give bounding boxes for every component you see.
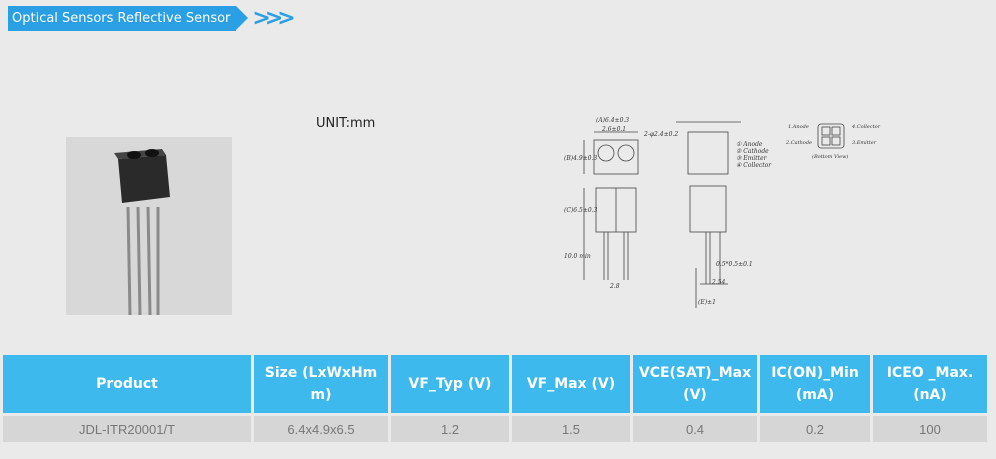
pin-anode: ① Anode <box>736 141 763 148</box>
cell-ic-on: 0.2 <box>760 416 870 442</box>
product-photo <box>66 137 232 316</box>
spec-table: Product Size (LxWxHmm) VF_Typ (V) VF_Max… <box>0 352 990 445</box>
dim-pitch: 2.6±0.1 <box>601 126 626 133</box>
dim-width: 2.8 <box>609 283 620 290</box>
bottom-collector: 4.Collector <box>851 124 881 130</box>
bottom-anode: 1.Anode <box>788 124 809 130</box>
dim-pin: 0.5*0.5±0.1 <box>716 261 753 268</box>
dim-e: (E)±1 <box>698 299 716 306</box>
table-row: JDL-ITR20001/T 6.4x4.9x6.5 1.2 1.5 0.4 0… <box>3 416 987 442</box>
col-vf-typ: VF_Typ (V) <box>391 355 509 413</box>
col-vf-max: VF_Max (V) <box>512 355 630 413</box>
cell-size: 6.4x4.9x6.5 <box>254 416 388 442</box>
dim-a: (A)6.4±0.3 <box>596 117 629 124</box>
col-product: Product <box>3 355 251 413</box>
unit-label: UNIT:mm <box>316 116 376 131</box>
pin-collector: ④ Collector <box>736 162 772 169</box>
cell-iceo: 100 <box>873 416 987 442</box>
category-banner: Optical Sensors Reflective Sensor >>> <box>8 6 296 31</box>
pin-cathode: ② Cathode <box>736 148 769 155</box>
dim-holes: 2-φ2.4±0.2 <box>643 131 678 138</box>
cell-vf-max: 1.5 <box>512 416 630 442</box>
cell-product[interactable]: JDL-ITR20001/T <box>3 416 251 442</box>
bottom-emitter: 3.Emitter <box>852 140 877 146</box>
bottom-cathode: 2.Cathode <box>785 140 812 146</box>
cell-vf-typ: 1.2 <box>391 416 509 442</box>
pin-emitter: ③ Emitter <box>736 155 768 162</box>
bottom-view-label: (Bottom View) <box>812 153 848 160</box>
dim-lead: 10.0 min <box>564 253 591 260</box>
table-header-row: Product Size (LxWxHmm) VF_Typ (V) VF_Max… <box>3 355 987 413</box>
dim-pitch-lead: 2.54 <box>711 279 726 286</box>
col-size: Size (LxWxHmm) <box>254 355 388 413</box>
banner-title: Optical Sensors Reflective Sensor <box>8 6 249 31</box>
dim-c: (C)6.5±0.3 <box>564 207 598 214</box>
col-vce-sat: VCE(SAT)_Max (V) <box>633 355 757 413</box>
col-ic-on: IC(ON)_Min (mA) <box>760 355 870 413</box>
dimension-drawing: (A)6.4±0.3 2.6±0.1 2-φ2.4±0.2 (B)4.9±0.3… <box>556 108 896 318</box>
double-chevron-icon: >>> <box>252 6 295 31</box>
col-iceo: ICEO _Max. (nA) <box>873 355 987 413</box>
cell-vce-sat: 0.4 <box>633 416 757 442</box>
dim-b: (B)4.9±0.3 <box>564 155 597 162</box>
